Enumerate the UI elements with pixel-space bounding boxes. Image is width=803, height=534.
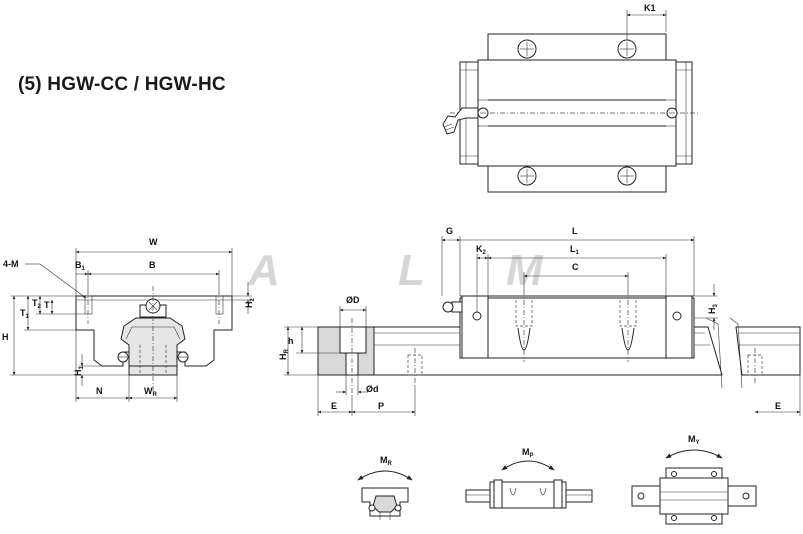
moment-mr: MR <box>357 455 413 520</box>
label-mr: MR <box>380 455 393 467</box>
dim-e-right: E <box>775 401 781 411</box>
dim-p: P <box>378 401 384 411</box>
dim-t2: T2 <box>32 298 42 310</box>
dim-h2: H2 <box>244 298 256 309</box>
watermark-letter-m: M <box>506 246 544 295</box>
top-view: K1 <box>442 3 700 193</box>
dim-g: G <box>446 226 453 236</box>
grease-nipple-side-icon <box>442 301 463 313</box>
side-view: G L K2 L1 C H3 <box>278 226 801 416</box>
dim-b: B <box>149 260 156 270</box>
dim-l1: L1 <box>570 244 580 256</box>
dim-t: T <box>44 300 50 310</box>
dim-4m: 4-M <box>3 259 19 269</box>
dim-h1: H1 <box>73 366 85 377</box>
dim-n: N <box>96 386 103 396</box>
label-my: MY <box>688 434 700 446</box>
dim-h3: H3 <box>707 304 719 315</box>
dim-k2: K2 <box>476 244 487 256</box>
moment-mp: MP <box>465 447 593 509</box>
dim-c: C <box>572 262 579 272</box>
watermark-letter-l: L <box>398 246 425 295</box>
moment-my: MY <box>631 434 757 525</box>
dim-k1: K1 <box>644 3 656 13</box>
dim-b1: B1 <box>75 260 86 272</box>
dim-hr: HR <box>278 349 290 361</box>
dim-wr: WR <box>144 386 158 398</box>
label-mp: MP <box>522 447 534 459</box>
watermark: A L M <box>247 246 544 295</box>
dim-od-small: Ød <box>366 384 379 394</box>
dim-h: H <box>2 332 9 342</box>
front-view: W B1 B 4-M H T1 T2 T <box>2 237 256 402</box>
watermark-letter-a: A <box>247 246 280 295</box>
dim-e-left: E <box>331 401 337 411</box>
dim-w: W <box>149 237 158 247</box>
grease-nipple-icon <box>442 107 479 135</box>
dim-t1: T1 <box>20 308 30 320</box>
dim-l: L <box>572 226 578 236</box>
dim-od-big: ØD <box>346 295 360 305</box>
dim-h-small: h <box>288 336 294 346</box>
model-title: (5) HGW-CC / HGW-HC <box>18 74 226 95</box>
top-bolt <box>517 39 637 186</box>
